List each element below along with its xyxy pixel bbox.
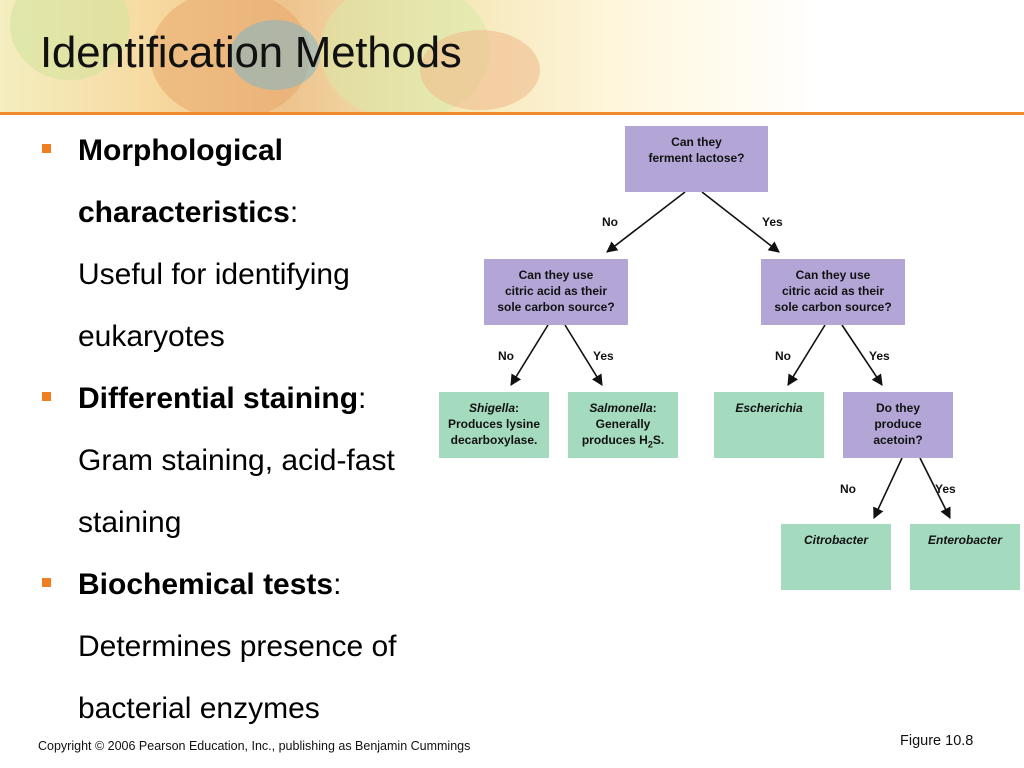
edge-acetoin-no (873, 457, 903, 520)
edge-label-no: No (840, 482, 856, 496)
node-text: sole carbon source? (497, 300, 615, 314)
node-text: Can they use (518, 268, 594, 282)
node-text: decarboxylase. (450, 433, 538, 447)
figure-reference: Figure 10.8 (900, 733, 974, 749)
node-text: sole carbon source? (774, 300, 892, 314)
edge-right-no (787, 324, 826, 386)
node-text: Enterobacter (910, 532, 1020, 548)
node-shigella: Shigella: Produces lysine decarboxylase. (439, 392, 549, 458)
node-text: Salmonella: (568, 400, 678, 416)
bullet-description: Gram staining, acid-fast staining (78, 444, 395, 539)
node-citrobacter: Citrobacter (781, 524, 891, 590)
bullet-separator: : (358, 382, 367, 415)
bullet-term: Morphological characteristics (78, 134, 290, 229)
genus-name: Escherichia (735, 401, 803, 415)
edge-label-no: No (498, 349, 514, 363)
node-text: Can they use (795, 268, 871, 282)
genus-name: Salmonella (589, 401, 653, 415)
edge-label-yes: Yes (935, 482, 956, 496)
genus-name: Shigella (468, 401, 515, 415)
node-text: produces H2S. (568, 432, 678, 452)
node-text: produce (874, 417, 922, 431)
bullet-item: Biochemical tests: Determines presence o… (40, 554, 440, 740)
node-produce-acetoin: Do they produce acetoin? (843, 392, 953, 458)
node-separator: : (515, 401, 519, 415)
edge-label-yes: Yes (869, 349, 890, 363)
node-separator: : (652, 401, 657, 415)
edge-label-yes: Yes (593, 349, 614, 363)
node-text: Generally (595, 417, 651, 431)
bullet-item: Differential staining: Gram staining, ac… (40, 368, 440, 554)
node-text: citric acid as their (781, 284, 885, 298)
node-text: Citrobacter (781, 532, 891, 548)
bullet-separator: : (333, 568, 342, 601)
node-text: Do they (875, 401, 920, 415)
decision-tree-diagram: No Yes No Yes No Yes No Yes Can they fer… (430, 118, 1024, 598)
edge-right-yes (841, 324, 883, 386)
copyright-footer: Copyright © 2006 Pearson Education, Inc.… (38, 739, 471, 753)
node-text: citric acid as their (504, 284, 608, 298)
node-enterobacter: Enterobacter (910, 524, 1020, 590)
edge-label-no: No (602, 215, 618, 229)
bullet-square-icon (42, 392, 51, 401)
header-banner-image (0, 0, 1024, 112)
node-salmonella: Salmonella: Generally produces H2S. (568, 392, 678, 458)
node-text: Escherichia (714, 400, 824, 416)
bullet-square-icon (42, 578, 51, 587)
edge-label-yes: Yes (762, 215, 783, 229)
node-text: Produces lysine (447, 417, 541, 431)
node-citric-acid-right: Can they use citric acid as their sole c… (761, 259, 905, 325)
bullet-square-icon (42, 144, 51, 153)
node-text: ferment lactose? (648, 151, 745, 165)
slide-title: Identification Methods (40, 28, 462, 77)
formula-text: S. (652, 433, 665, 447)
bullet-item: Morphological characteristics: Useful fo… (40, 120, 440, 368)
edge-left-no (510, 324, 549, 386)
edge-acetoin-yes (919, 457, 951, 520)
genus-name: Enterobacter (927, 533, 1003, 547)
node-ferment-lactose: Can they ferment lactose? (625, 126, 768, 192)
node-escherichia: Escherichia (714, 392, 824, 458)
bullet-description: Determines presence of bacterial enzymes (78, 630, 397, 725)
tree-edges (510, 191, 951, 520)
title-divider (0, 112, 1024, 115)
formula-subscript: 2 (647, 439, 653, 450)
genus-name: Citrobacter (803, 533, 868, 547)
edge-lactose-yes (701, 191, 780, 253)
edge-left-yes (564, 324, 603, 386)
node-text: Can they (671, 135, 722, 149)
bullet-description: Useful for identifying eukaryotes (78, 258, 350, 353)
edge-lactose-no (606, 191, 686, 253)
bullet-list: Morphological characteristics: Useful fo… (40, 120, 440, 740)
node-citric-acid-left: Can they use citric acid as their sole c… (484, 259, 628, 325)
bullet-separator: : (289, 196, 299, 229)
formula-text: produces H (581, 433, 648, 447)
edge-label-no: No (775, 349, 791, 363)
bullet-term: Differential staining (78, 382, 359, 415)
bullet-term: Biochemical tests (78, 568, 334, 601)
node-text: acetoin? (873, 433, 923, 447)
node-text: Shigella: (439, 400, 549, 416)
